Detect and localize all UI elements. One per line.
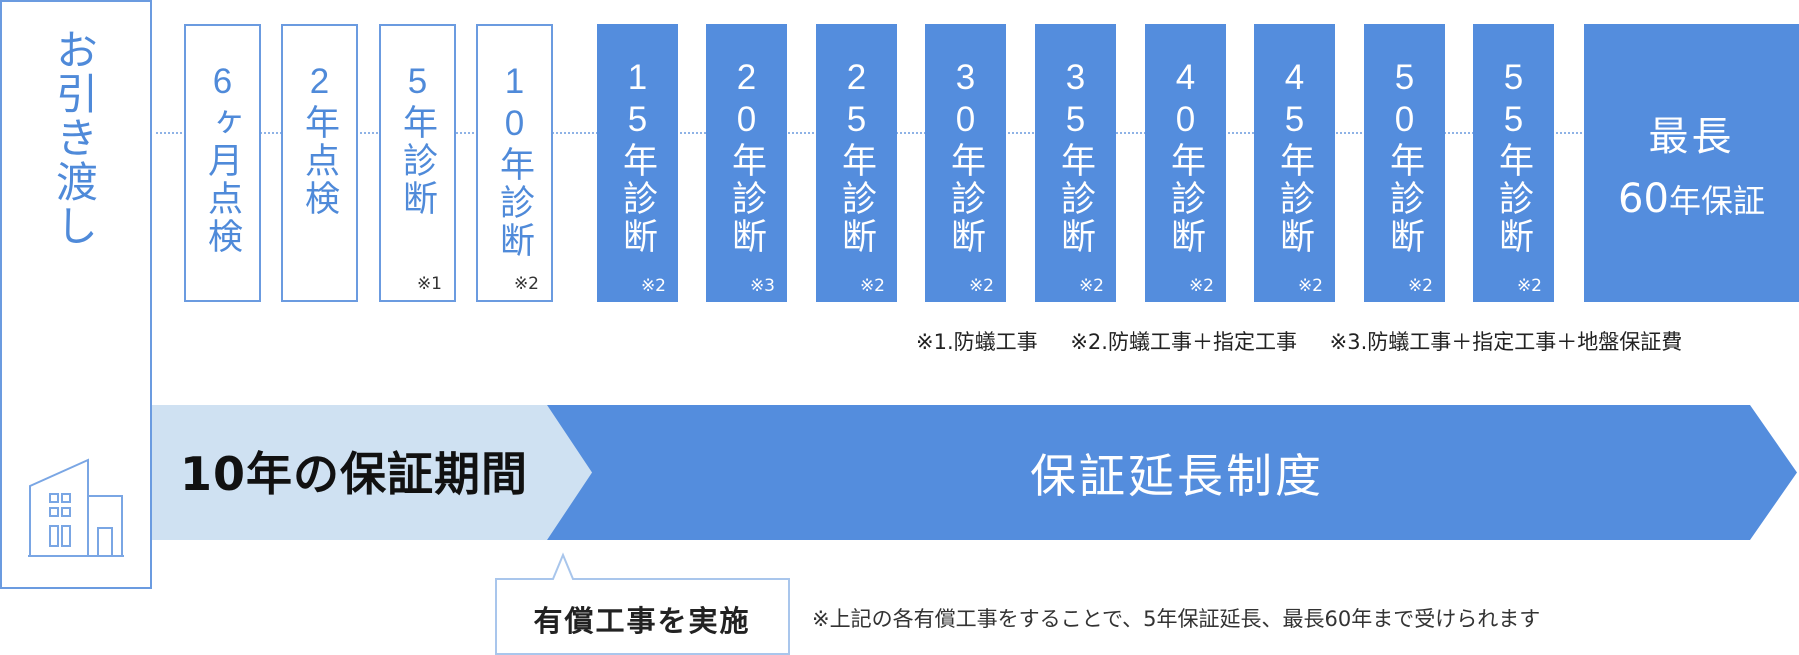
step-box: 6ヶ月点検: [184, 24, 261, 302]
step-box: 10年診断 ※2: [476, 24, 553, 302]
warranty-period-label: 10年の保証期間: [180, 447, 529, 501]
paid-work-callout: [495, 552, 790, 655]
step-label: 10年診断: [495, 62, 534, 260]
footnote-1: ※1.防蟻工事: [916, 330, 1038, 354]
step-box: 40年診断 ※2: [1145, 24, 1226, 302]
step-note: ※2: [1407, 276, 1433, 296]
max-years-text: 年保証: [1668, 182, 1765, 220]
step-label: 15年診断: [618, 58, 657, 256]
step-box: 55年診断 ※2: [1473, 24, 1554, 302]
step-label: 2年点検: [300, 62, 339, 218]
max-label: 最長: [1648, 114, 1735, 160]
step-note: ※2: [1516, 276, 1542, 296]
max-years: 60年保証: [1618, 176, 1765, 222]
step-label: 25年診断: [837, 58, 876, 256]
step-label: 50年診断: [1385, 58, 1424, 256]
step-note: ※2: [1297, 276, 1323, 296]
step-label: 5年診断: [398, 62, 437, 218]
step-note: ※2: [1078, 276, 1104, 296]
max-60-year-warranty-box: 最長 60年保証: [1584, 24, 1799, 302]
step-box: 5年診断 ※1: [379, 24, 456, 302]
handover-box: [0, 0, 152, 589]
step-box: 35年診断 ※2: [1035, 24, 1116, 302]
extension-system-label: 保証延長制度: [1030, 449, 1324, 503]
step-note: ※2: [859, 276, 885, 296]
step-box: 20年診断 ※3: [706, 24, 787, 302]
step-note: ※1: [416, 274, 442, 294]
step-note: ※2: [640, 276, 666, 296]
step-box: 30年診断 ※2: [925, 24, 1006, 302]
step-label: 55年診断: [1494, 58, 1533, 256]
handover-label: お引き渡し: [49, 28, 99, 248]
step-note: ※2: [513, 274, 539, 294]
step-box: 2年点検: [281, 24, 358, 302]
step-label: 30年診断: [946, 58, 985, 256]
step-note: ※2: [968, 276, 994, 296]
step-note: ※2: [1188, 276, 1214, 296]
footnote-2: ※2.防蟻工事＋指定工事: [1070, 330, 1297, 354]
building-icon: [28, 458, 124, 557]
warranty-bands: [152, 405, 1797, 540]
warranty-period-band: [152, 405, 592, 540]
step-label: 6ヶ月点検: [203, 62, 242, 256]
step-label: 20年診断: [727, 58, 766, 256]
step-box: 50年診断 ※2: [1364, 24, 1445, 302]
extension-note: ※上記の各有償工事をすることで、5年保証延長、最長60年まで受けられます: [812, 607, 1541, 631]
extension-band: [547, 405, 1797, 540]
step-box: 25年診断 ※2: [816, 24, 897, 302]
step-note: ※3: [749, 276, 775, 296]
footnotes: ※1.防蟻工事 ※2.防蟻工事＋指定工事 ※3.防蟻工事＋指定工事＋地盤保証費: [916, 326, 1682, 356]
step-label: 45年診断: [1275, 58, 1314, 256]
footnote-3: ※3.防蟻工事＋指定工事＋地盤保証費: [1329, 330, 1683, 354]
step-box: 45年診断 ※2: [1254, 24, 1335, 302]
step-box: 15年診断 ※2: [597, 24, 678, 302]
paid-work-label: 有償工事を実施: [533, 604, 751, 638]
step-label: 40年診断: [1166, 58, 1205, 256]
step-label: 35年診断: [1056, 58, 1095, 256]
max-years-number: 60: [1618, 176, 1669, 222]
